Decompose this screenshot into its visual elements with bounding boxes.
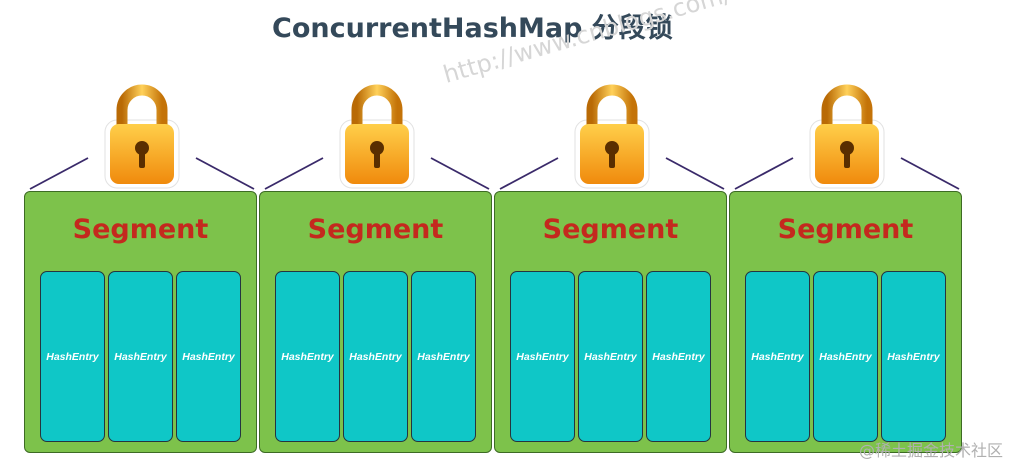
segment-label: Segment <box>777 214 914 245</box>
padlock-icon <box>574 84 650 189</box>
connector-line <box>665 157 725 190</box>
hash-entry: HashEntry <box>881 271 946 442</box>
hash-entry-label: HashEntry <box>349 350 402 363</box>
connector-line <box>430 157 490 190</box>
segment-label: Segment <box>307 214 444 245</box>
hash-entry: HashEntry <box>108 271 173 442</box>
hash-entry-label: HashEntry <box>819 350 872 363</box>
hash-entry-group: HashEntry HashEntry HashEntry <box>510 271 711 442</box>
hash-entry: HashEntry <box>813 271 878 442</box>
diagram-title: ConcurrentHashMap 分段锁 <box>272 13 673 44</box>
hash-entry-group: HashEntry HashEntry HashEntry <box>745 271 946 442</box>
connector-line <box>264 157 324 190</box>
connector-line <box>900 157 960 190</box>
hash-entry-label: HashEntry <box>584 350 637 363</box>
segment-label: Segment <box>542 214 679 245</box>
hash-entry-label: HashEntry <box>114 350 167 363</box>
connector-line <box>499 157 559 190</box>
hash-entry: HashEntry <box>176 271 241 442</box>
hash-entry: HashEntry <box>578 271 643 442</box>
hash-entry-label: HashEntry <box>751 350 804 363</box>
hash-entry-label: HashEntry <box>887 350 940 363</box>
hash-entry-group: HashEntry HashEntry HashEntry <box>40 271 241 442</box>
hash-entry-label: HashEntry <box>46 350 99 363</box>
padlock-icon <box>809 84 885 189</box>
hash-entry-label: HashEntry <box>182 350 235 363</box>
connector-line <box>734 157 794 190</box>
hash-entry-label: HashEntry <box>281 350 334 363</box>
connector-line <box>195 157 255 190</box>
hash-entry: HashEntry <box>510 271 575 442</box>
hash-entry: HashEntry <box>745 271 810 442</box>
padlock-icon <box>339 84 415 189</box>
segment-label: Segment <box>72 214 209 245</box>
hash-entry-label: HashEntry <box>417 350 470 363</box>
segment-box: Segment HashEntry HashEntry HashEntry <box>494 191 727 453</box>
hash-entry: HashEntry <box>411 271 476 442</box>
footer-watermark: @稀土掘金技术社区 <box>858 441 1003 460</box>
hash-entry-group: HashEntry HashEntry HashEntry <box>275 271 476 442</box>
connector-line <box>29 157 89 190</box>
hash-entry: HashEntry <box>646 271 711 442</box>
segment-box: Segment HashEntry HashEntry HashEntry <box>259 191 492 453</box>
hash-entry: HashEntry <box>40 271 105 442</box>
segment-box: Segment HashEntry HashEntry HashEntry <box>729 191 962 453</box>
padlock-icon <box>104 84 180 189</box>
hash-entry-label: HashEntry <box>652 350 705 363</box>
hash-entry-label: HashEntry <box>516 350 569 363</box>
hash-entry: HashEntry <box>343 271 408 442</box>
hash-entry: HashEntry <box>275 271 340 442</box>
segment-box: Segment HashEntry HashEntry HashEntry <box>24 191 257 453</box>
